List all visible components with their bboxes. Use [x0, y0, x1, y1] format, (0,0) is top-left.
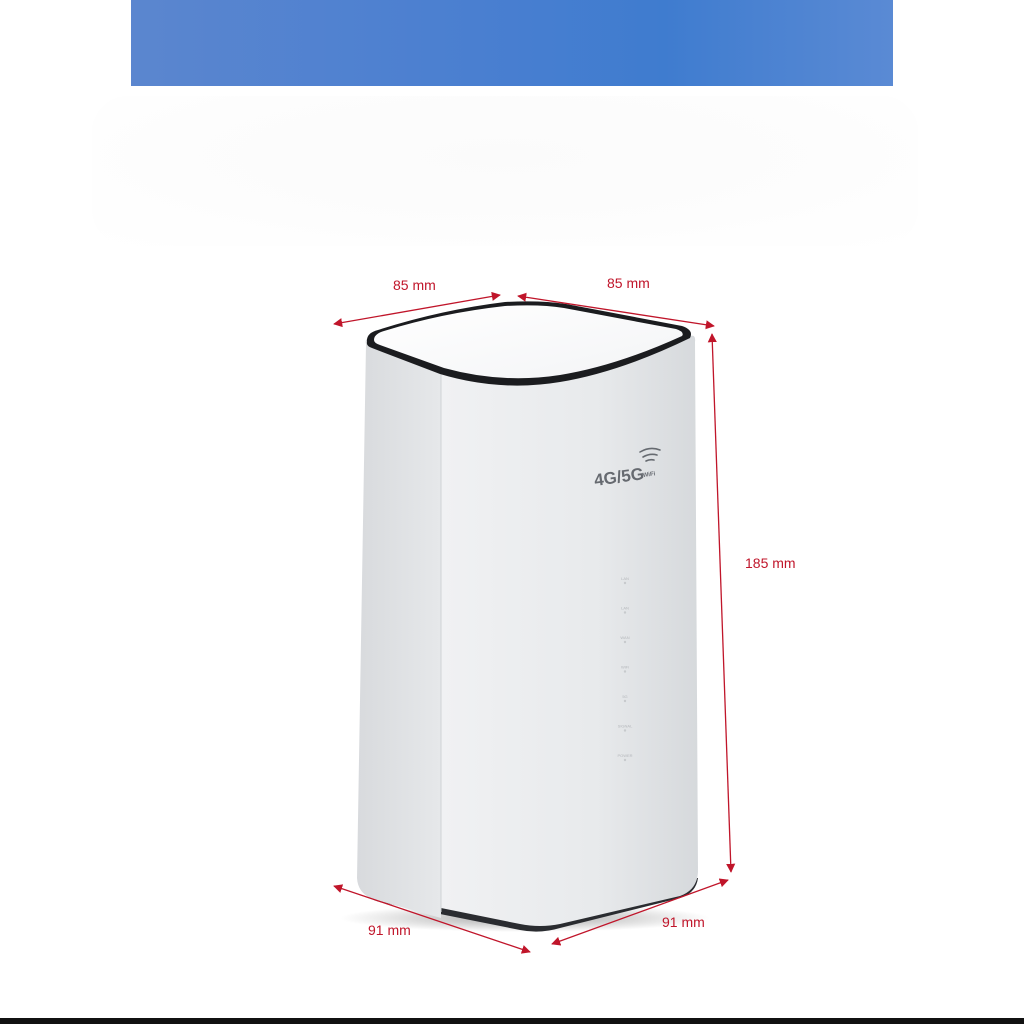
dim-label-top-left: 85 mm: [393, 277, 436, 293]
indicator-led-dot: [623, 758, 627, 762]
device-right-face: [441, 335, 698, 927]
indicator-led-dot: [623, 611, 627, 614]
wifi-mark-text: WiFi: [642, 471, 656, 479]
bottom-edge-bar: [0, 1018, 1024, 1024]
indicator-led-dot: [623, 640, 627, 644]
dim-line-bottom-right: [551, 878, 729, 946]
dim-label-bottom-right: 91 mm: [662, 914, 705, 930]
indicator-led-label: 5G: [622, 694, 627, 699]
indicator-led-label: LAN: [621, 576, 629, 581]
indicator-led-label: WiFi: [621, 665, 629, 670]
indicator-led-dot: [623, 670, 627, 673]
wifi-signal-icon: [639, 447, 661, 462]
dimension-annotations: [333, 291, 736, 954]
indicator-led-label: POWER: [617, 753, 632, 758]
dim-line-top-right: [517, 292, 715, 330]
dim-label-height: 185 mm: [745, 555, 796, 571]
faint-background-panel: [92, 96, 918, 246]
header-banner: [131, 0, 893, 86]
device-left-face: [357, 338, 441, 918]
dim-line-bottom-left: [333, 884, 531, 954]
indicator-led-dot: [623, 581, 627, 585]
dim-label-bottom-left: 91 mm: [368, 922, 411, 938]
indicator-led-label: SIGNAL: [618, 724, 633, 729]
dim-line-height: [707, 333, 736, 873]
indicator-led-label: LAN: [621, 606, 629, 611]
indicator-led-label: WAN: [620, 635, 629, 640]
indicator-led-dot: [623, 699, 627, 703]
dim-label-top-right: 85 mm: [607, 275, 650, 291]
indicator-led-column: LAN LAN WAN WiFi 5G SIGNAL POWER: [617, 576, 633, 762]
dim-line-top-left: [333, 291, 501, 328]
indicator-led-dot: [623, 729, 627, 732]
